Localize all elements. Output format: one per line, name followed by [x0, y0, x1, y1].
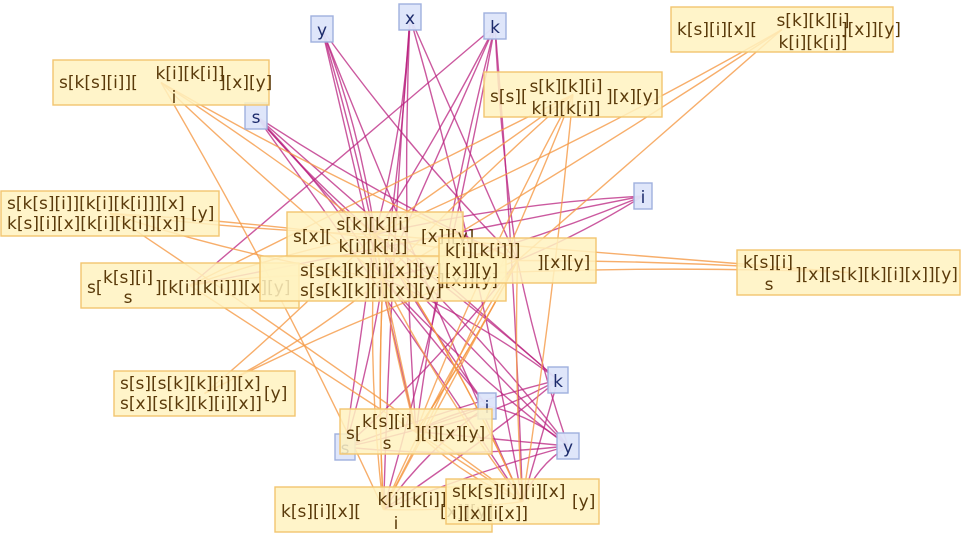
node-box [438, 237, 597, 284]
node-label: s[k][k][i] [336, 215, 409, 235]
leaf-node: k [547, 366, 569, 394]
expression-node: k[s][i][x][ s[k][k][i]k[i][k[i]]][x]][y] [670, 6, 901, 53]
node-box [339, 408, 493, 455]
expression-node: k[i][k[i]]][x]][y] ][x][y] [438, 237, 597, 284]
leaf-node: k [483, 12, 507, 40]
node-label: k [553, 372, 563, 392]
node-label: s[x][ [293, 227, 332, 247]
node-label: ][x][s[k][k][i][x]][y] [795, 265, 958, 285]
graph-edge [189, 284, 523, 503]
node-label: s[s[k][k][i][x]][y] [300, 261, 442, 281]
node-label: k[s][i] [103, 268, 153, 288]
node-label: [y] [572, 492, 595, 512]
node-label: k[i][k[i]] [779, 33, 848, 53]
expression-node: s[x][s[k][k][i]k[i][k[i]][x]][y] [286, 211, 474, 258]
node-label: s[k][k][i] [776, 11, 849, 31]
node-label: k[i][k[i]]] [445, 241, 521, 261]
node-box [445, 478, 600, 525]
expression-node: s[k[s][i]][ k[i][k[i]] i ][x][y] [52, 59, 272, 108]
node-label: [y] [191, 204, 214, 224]
graph-edge [189, 25, 496, 287]
node-label: k[i][k[i]] [339, 237, 408, 257]
node-label: k[s][i] [362, 412, 412, 432]
node-label: s [765, 275, 774, 295]
node-label: y [317, 21, 327, 41]
leaf-node: y [310, 15, 334, 43]
node-label: k[i][k[i]] [378, 490, 447, 510]
node-label: k [490, 18, 500, 38]
graph-edge [515, 260, 524, 502]
node-label: s[ [87, 278, 103, 298]
node-label: s[s[k][k][i][x]][y] [300, 281, 442, 301]
node-label: [y] [264, 384, 287, 404]
node-box [736, 249, 961, 296]
node-box [52, 59, 270, 106]
node-label: [x]][y] [445, 261, 498, 281]
node-label: i [172, 88, 177, 108]
node-box [483, 71, 663, 118]
graph-nodes: yxksikyisk[s][i][x][s[k][k][i]k[i][k[i]]… [0, 3, 961, 534]
node-box [483, 12, 507, 40]
node-label: y [563, 438, 573, 458]
node-label: k[s][i] [743, 253, 793, 273]
graph-edge [189, 93, 574, 287]
leaf-node: i [633, 182, 653, 210]
graph-edge [374, 28, 783, 236]
node-label: x [405, 9, 415, 29]
node-box [310, 15, 334, 43]
node-label: s[x][s[k][k][i][x]] [120, 394, 262, 414]
node-box [0, 190, 220, 237]
graph-edge [517, 28, 783, 262]
expression-node: k[s][i]s ][x][s[k][k][i][x]][y] [736, 249, 961, 296]
node-box [286, 211, 464, 258]
node-label: k[i][k[i]] [156, 64, 225, 84]
leaf-node: y [556, 432, 580, 460]
node-label: s[k[s][i]][k[i][k[i]]][x] [7, 194, 185, 214]
node-label: ][i][x][y] [414, 424, 485, 444]
node-label: ][x][y] [537, 253, 590, 273]
node-label: s [252, 108, 261, 128]
graph-edge [382, 278, 524, 502]
expression-node: s[s][s[k][k][i]][x]s[x][s[k][k][i][x]][y… [113, 370, 296, 417]
node-box [113, 370, 296, 417]
node-box [670, 6, 894, 53]
graph-edge [321, 28, 518, 261]
node-label: s[s][ [490, 87, 528, 107]
node-label: ][x][y] [606, 87, 659, 107]
node-label: s[k[s][i]][i][x] [452, 482, 565, 502]
graph-edge [521, 94, 574, 502]
leaf-node: s [244, 102, 268, 130]
expression-node: s[k[s][i]s ][i][x][y] [339, 408, 493, 455]
node-label: s[ [346, 424, 362, 444]
node-label: s [124, 288, 133, 308]
node-box [633, 182, 653, 210]
node-label: ][x]][y] [841, 20, 901, 40]
node-label: s[k[s][i]][ [59, 73, 138, 93]
node-label: ][x][y] [219, 73, 272, 93]
expression-node: s[k[s][i]][k[i][k[i]]][x]k[s][i][x][k[i]… [0, 190, 220, 237]
node-label: i][x][i[x]] [452, 504, 528, 524]
node-label: k[s][i][x][k[i][k[i]][x]] [7, 214, 186, 234]
leaf-node: x [398, 3, 422, 31]
graph-edge [321, 28, 376, 235]
node-label: s [383, 434, 392, 454]
node-label: k[i][k[i]] [532, 99, 601, 119]
node-label: i [394, 514, 399, 534]
node-label: i [641, 188, 646, 208]
node-box [556, 432, 580, 460]
graph-edge [109, 212, 523, 503]
node-label: k[s][i][x][ [281, 502, 361, 522]
expression-node: s[s][s[k][k][i]k[i][k[i]]][x][y] [483, 71, 663, 119]
graph-edge [379, 278, 385, 510]
expression-node: s[k[s][i]][i][x] [y] i][x][i[x]] [445, 478, 600, 525]
node-label: i [485, 398, 490, 418]
node-box [398, 3, 422, 31]
node-label: s[s][s[k][k][i]][x] [120, 374, 261, 394]
node-label: ][k[i][k[i]]][x][y] [155, 278, 290, 298]
node-box [547, 366, 569, 394]
node-label: k[s][i][x][ [677, 20, 757, 40]
node-label: s[k][k][i] [529, 77, 602, 97]
graph-edge [374, 25, 496, 235]
